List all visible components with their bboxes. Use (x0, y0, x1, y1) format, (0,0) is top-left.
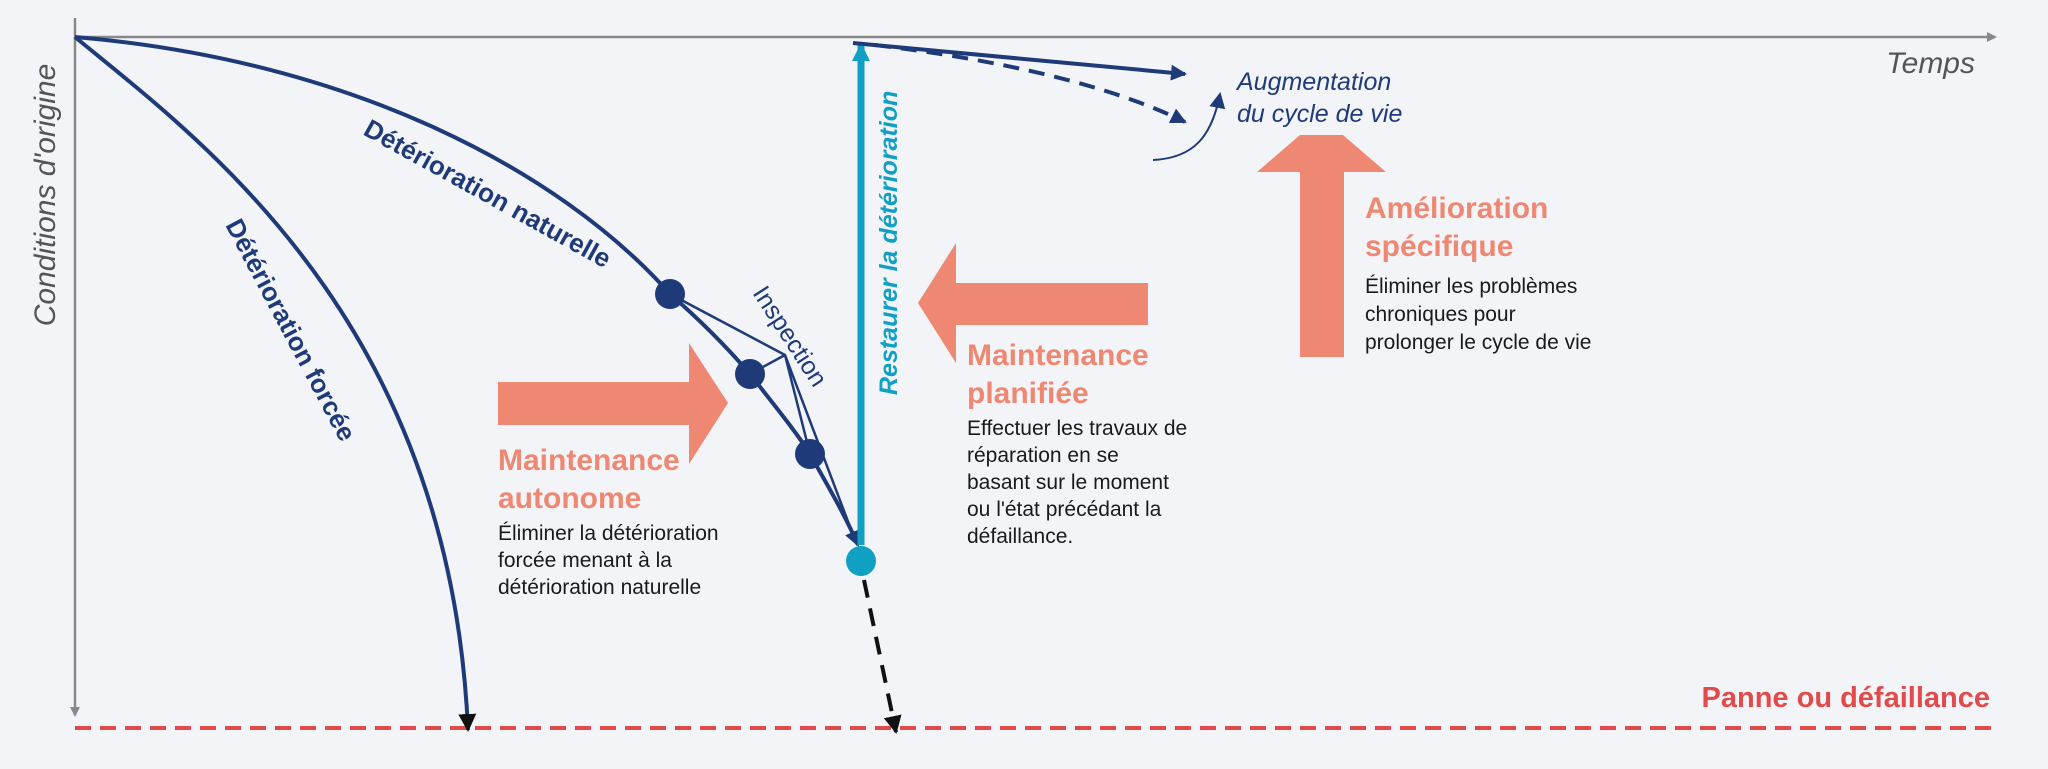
original-life-line (874, 43, 1187, 124)
specific-desc-2: chroniques pour (1365, 303, 1516, 326)
inspection-point-2 (735, 359, 765, 389)
natural-deterioration-label: Détérioration naturelle (359, 113, 616, 274)
y-axis-label: Conditions d'origine (29, 64, 62, 327)
inspection-point-3 (795, 439, 825, 469)
specific-title-2: spécifique (1365, 230, 1513, 263)
planned-desc-1: Effectuer les travaux de (967, 417, 1187, 440)
planned-desc-3: basant sur le moment (967, 471, 1169, 494)
specific-desc-3: prolonger le cycle de vie (1365, 331, 1591, 354)
autonomous-desc-1: Éliminer la détérioration (498, 522, 719, 545)
specific-improvement-arrow (1257, 135, 1386, 357)
planned-title-1: Maintenance (967, 339, 1149, 372)
failure-label: Panne ou défaillance (1702, 682, 1990, 714)
life-extension-curved-arrow (1152, 92, 1226, 161)
autonomous-title-2: autonome (498, 482, 641, 515)
specific-title-1: Amélioration (1365, 192, 1548, 225)
specific-desc-1: Éliminer les problèmes (1365, 275, 1577, 298)
autonomous-desc-3: détérioration naturelle (498, 576, 701, 599)
projected-failure-path (862, 579, 902, 734)
autonomous-title-1: Maintenance (498, 444, 680, 477)
forced-deterioration-curve (73, 35, 477, 732)
life-cycle-line1: Augmentation (1235, 68, 1391, 96)
restore-point (846, 546, 876, 576)
life-cycle-line2: du cycle de vie (1237, 100, 1402, 128)
deterioration-segment (668, 292, 860, 547)
autonomous-desc-2: forcée menant à la (498, 549, 672, 572)
planned-desc-5: défaillance. (967, 525, 1073, 548)
restore-label: Restaurer la détérioration (875, 91, 903, 395)
planned-title-2: planifiée (967, 377, 1089, 410)
planned-maintenance-arrow (918, 243, 1148, 363)
autonomous-maintenance-arrow (498, 343, 728, 464)
forced-deterioration-label: Détérioration forcée (220, 214, 362, 446)
x-axis-label: Temps (1886, 47, 1975, 80)
planned-desc-2: réparation en se (967, 444, 1119, 467)
planned-desc-4: ou l'état précédant la (967, 498, 1162, 521)
inspection-point-1 (655, 279, 685, 309)
natural-deterioration-curve (74, 35, 672, 296)
